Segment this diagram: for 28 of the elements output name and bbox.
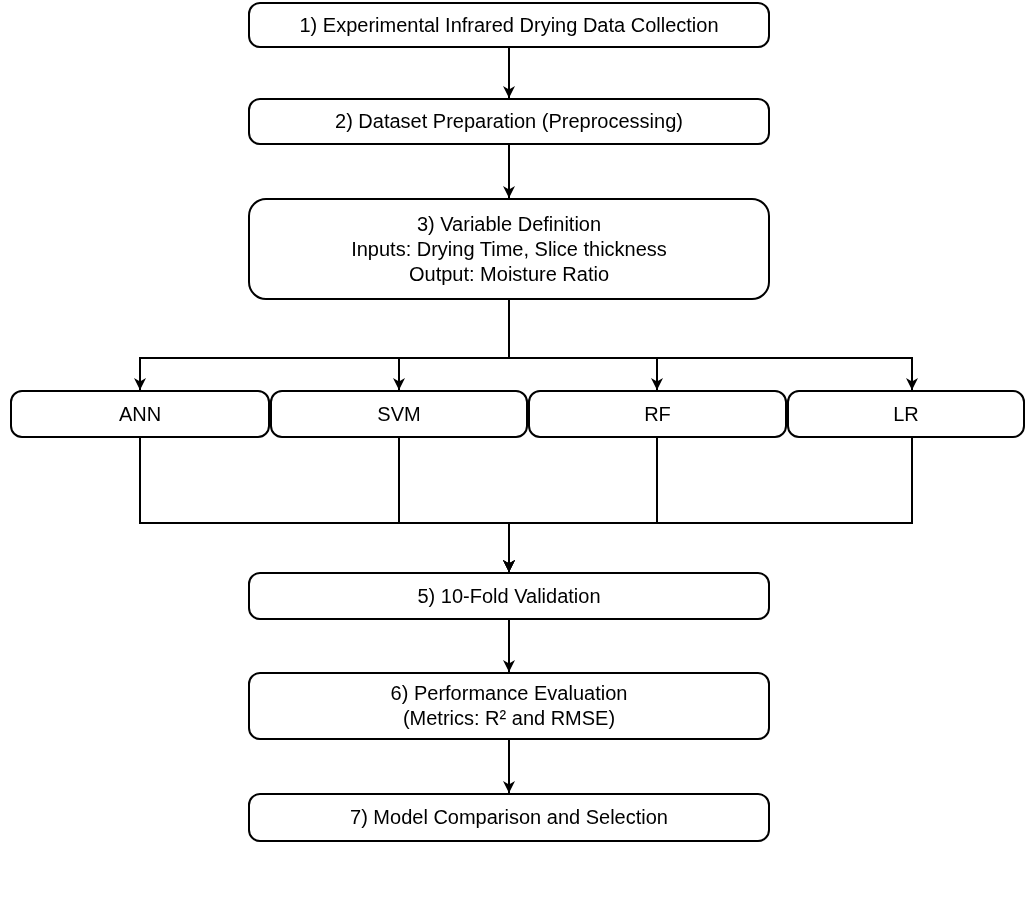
node-text: ANN [118,401,162,427]
flow-arrow [503,47,515,99]
node-text: RF [644,401,671,427]
node-text: 6) Performance Evaluation [390,681,628,706]
model-box [528,390,787,438]
node-text: 2) Dataset Preparation (Preprocessing) [335,109,683,134]
node-text: LR [893,401,919,427]
node-text: Inputs: Drying Time, Slice thickness [351,236,667,262]
flow-arrow [503,619,515,673]
process-box [248,2,770,48]
node-text: (Metrics: R² and RMSE) [402,706,616,731]
flow-arrow [503,144,515,199]
node-text: 7) Model Comparison and Selection [350,805,668,830]
node-text: 5) 10-Fold Validation [417,583,601,609]
process-box [248,198,770,300]
model-box [787,390,1025,438]
model-box [270,390,528,438]
node-text: 1) Experimental Infrared Drying Data Collection [299,12,719,38]
node-text: SVM [377,401,421,427]
process-box [248,793,770,842]
process-box [248,672,770,740]
model-box [10,390,270,438]
process-box [248,98,770,145]
flow-arrow [503,437,913,573]
node-text: Output: Moisture Ratio [408,261,610,287]
node-text: 3) Variable Definition [416,211,602,237]
process-box [248,572,770,620]
flow-arrow [503,739,515,794]
